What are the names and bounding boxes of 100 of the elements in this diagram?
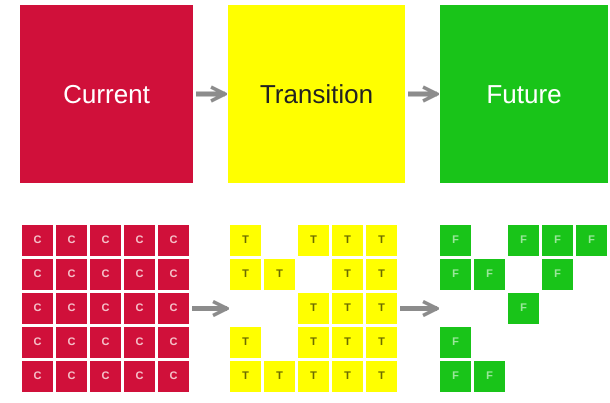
tile-letter: T [378,369,385,384]
tile-letter: C [136,369,144,384]
arrow [196,85,227,103]
tile-letter: C [68,233,76,248]
tile [230,225,261,256]
tile-letter: F [520,233,527,248]
tile [366,293,397,324]
tile [474,259,505,290]
tile-letter: C [102,233,110,248]
tile-letter: C [68,301,76,316]
tile-letter: T [310,233,317,248]
tile [440,327,471,358]
tile-letter: T [242,335,249,350]
tile-letter: T [276,369,283,384]
tile [366,361,397,392]
tile-letter: C [34,369,42,384]
tile [264,361,295,392]
tile-letter: C [68,267,76,282]
tile [366,327,397,358]
stage-box [440,5,608,183]
tile [332,327,363,358]
tile-letter: F [554,267,561,282]
stage-label: Current [63,78,150,110]
tile [298,327,329,358]
tile [332,259,363,290]
tile-letter: T [344,233,351,248]
tile-letter: T [242,267,249,282]
tile [508,293,539,324]
tile [332,361,363,392]
tile-letter: T [344,301,351,316]
tile [264,259,295,290]
tile [332,293,363,324]
arrow [408,85,439,103]
tile [124,293,155,324]
tile [542,225,573,256]
tile-letter: C [34,301,42,316]
tile [298,361,329,392]
stage-box [228,5,405,183]
tile [576,225,607,256]
tile [124,327,155,358]
tile [124,361,155,392]
tile-letter: C [34,233,42,248]
tile [158,293,189,324]
tile [90,327,121,358]
tile-letter: C [170,301,178,316]
tile [298,225,329,256]
tile-letter: C [102,335,110,350]
tile [90,225,121,256]
tile-letter: F [588,233,595,248]
tile-letter: T [344,267,351,282]
tile-letter: T [242,369,249,384]
tile [90,259,121,290]
tile-letter: T [378,335,385,350]
tile-letter: C [68,369,76,384]
tile [440,259,471,290]
tile-letter: C [170,267,178,282]
tile-letter: T [378,301,385,316]
tile [22,327,53,358]
tile-letter: C [136,335,144,350]
tile-letter: F [452,267,459,282]
tile [298,293,329,324]
tile [158,327,189,358]
tile [158,361,189,392]
tile-letter: C [136,301,144,316]
tile-letter: C [136,267,144,282]
tile [366,259,397,290]
tile-letter: T [344,335,351,350]
tile-letter: C [170,233,178,248]
tile [230,327,261,358]
tile-letter: T [378,267,385,282]
tile [90,293,121,324]
tile-letter: T [242,233,249,248]
tile [56,293,87,324]
tile-letter: T [378,233,385,248]
tile [440,225,471,256]
tile [90,361,121,392]
arrow [192,300,229,318]
tile-letter: F [486,267,493,282]
tile-letter: C [102,301,110,316]
tile-letter: F [452,233,459,248]
tile-letter: F [486,369,493,384]
tile-letter: C [102,267,110,282]
tile-letter: F [554,233,561,248]
tile [56,259,87,290]
tile-letter: C [136,233,144,248]
tile-letter: T [276,267,283,282]
tile [440,361,471,392]
tile [22,293,53,324]
tile [508,225,539,256]
tile-letter: F [520,301,527,316]
tile-letter: T [344,369,351,384]
tile [158,225,189,256]
tile [22,259,53,290]
tile-letter: C [102,369,110,384]
tile [22,361,53,392]
stage-box [20,5,193,183]
tile-letter: C [170,335,178,350]
stage-label: Future [486,78,562,110]
tile [56,327,87,358]
stage-label: Transition [260,78,374,110]
